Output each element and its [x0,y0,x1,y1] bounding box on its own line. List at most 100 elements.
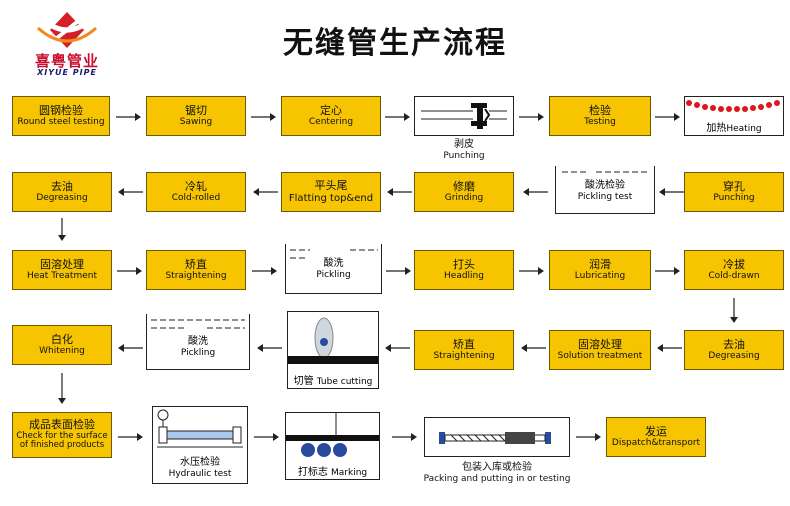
step-label-zh: 修磨 [453,179,475,193]
arrow-left-icon [521,344,546,352]
step-label-en: Hydraulic test [168,469,232,479]
step-centering: 定心 Centering [281,96,381,136]
step-label-zh: 打标志 [297,467,328,478]
pickling-test-illustration: 酸洗检验 Pickling test [555,166,655,214]
brand-name: 喜粤管业 [34,52,99,70]
step-label-en: Round steel testing [17,117,105,128]
step-label-en: Cold-rolled [171,193,221,204]
marking-caption: 打标志 Marking [286,463,379,478]
arrow-right-icon [519,267,544,275]
step-label-zh: 酸洗检验 [585,180,625,191]
packing-conveyor-icon [439,432,551,444]
step-label-en: Degreasing [36,193,88,204]
step-cold-drawn: 冷拔 Cold-drawn [684,250,784,290]
arrow-right-icon [254,433,279,441]
step-label-zh: 白化 [51,332,73,346]
arrow-right-icon [252,267,277,275]
step-label-en: Packing and putting in or testing [423,474,571,484]
step-lubricating: 润滑 Lubricating [549,250,651,290]
step-label-zh: 润滑 [589,257,611,271]
step-cold-rolled: 冷轧 Cold-rolled [146,172,246,212]
arrow-right-icon [519,113,544,121]
arrow-left-icon [659,188,684,196]
arrow-left-icon [387,188,412,196]
step-label-zh: 平头尾 [314,178,348,192]
arrow-down-icon [58,373,66,404]
arrow-left-icon [257,344,282,352]
step-label-en: Testing [584,117,616,128]
step-label-en: Sawing [179,117,213,128]
step-label-zh: 矫直 [453,337,475,351]
step-label-en: Straightening [165,271,227,282]
arrow-right-icon [386,267,411,275]
arrow-left-icon [118,344,143,352]
arrow-right-icon [576,433,601,441]
step-flatting: 平头尾 Flatting top&end [281,172,381,212]
step-label-zh: 剥皮 [454,139,474,150]
step-whitening: 白化 Whitening [12,325,112,365]
step-label-zh: 打头 [453,257,475,271]
step-label-en: Heat Treatment [26,271,97,282]
step-straightening-2: 矫直 Straightening [414,330,514,370]
step-label-zh: 穿孔 [723,179,745,193]
arrow-right-icon [116,113,141,121]
step-label-zh: 包装入库或检验 [462,462,532,473]
step-label-zh: 冷拔 [723,257,745,271]
step-dispatch: 发运 Dispatch&transport [606,417,706,457]
pickling-tank-icon [151,319,245,329]
step-headling: 打头 Headling [414,250,514,290]
arrow-left-icon [253,188,278,196]
punching-illustration [414,96,514,136]
step-solution-treatment: 固溶处理 Solution treatment [549,330,651,370]
step-label-en: Punching [443,151,485,161]
arrow-left-icon [657,344,682,352]
step-testing: 检验 Testing [549,96,651,136]
heating-illustration: 加热Heating [684,96,784,136]
packing-illustration [424,417,570,457]
step-label-zh: 圆钢检验 [39,103,83,117]
step-grinding: 修磨 Grinding [414,172,514,212]
cutting-disc-icon [288,317,378,364]
step-label-zh: 固溶处理 [40,257,84,271]
arrow-down-icon [730,298,738,323]
step-label-zh: 酸洗 [323,258,344,269]
punching-icon [421,103,507,129]
punching-caption: 剥皮 Punching [414,139,514,162]
heating-furnace-icon [686,100,780,112]
hydraulic-press-icon [157,409,243,448]
step-label-zh: 发运 [645,424,667,438]
step-label-en: Headling [444,271,484,282]
step-label-en: Grinding [444,193,484,204]
step-label-en: Check for the surface of finished produc… [16,430,108,451]
pickling-2-illustration: 酸洗 Pickling [146,314,250,370]
packing-caption: 包装入库或检验 Packing and putting in or testin… [414,462,580,485]
step-label-en: Pickling test [577,192,633,202]
marking-rollers-icon [286,413,379,457]
arrow-down-icon [58,218,66,241]
arrow-right-icon [118,433,143,441]
step-label-en: Straightening [433,351,495,362]
arrow-left-icon [118,188,143,196]
arrow-right-icon [655,267,680,275]
heating-caption: 加热Heating [685,119,783,134]
step-label-zh: 锯切 [185,103,207,117]
tube-cutting-illustration: 切管 Tube cutting [287,311,379,389]
arrow-right-icon [392,433,417,441]
step-label-en: Pickling [180,348,216,358]
step-straightening-1: 矫直 Straightening [146,250,246,290]
brand-subtitle: XIYUE PIPE [37,68,97,77]
step-label-en: Centering [308,117,354,128]
step-label-en: Tube cutting [316,377,373,387]
step-label-en: Degreasing [708,351,760,362]
step-degreasing-1: 去油 Degreasing [12,172,112,212]
step-label-zh: 切管 [293,376,314,387]
step-label-zh: 加热 [706,123,727,134]
step-label-zh: 矫直 [185,257,207,271]
pickling-tank-icon [562,171,648,173]
step-label-zh: 冷轧 [185,179,207,193]
arrow-right-icon [117,267,142,275]
step-label-en: Marking [331,468,368,478]
step-surface-check: 成品表面检验 Check for the surface of finished… [12,412,112,458]
page-title: 无缝管生产流程 [283,26,507,61]
step-label-en: Flatting top&end [288,192,374,204]
